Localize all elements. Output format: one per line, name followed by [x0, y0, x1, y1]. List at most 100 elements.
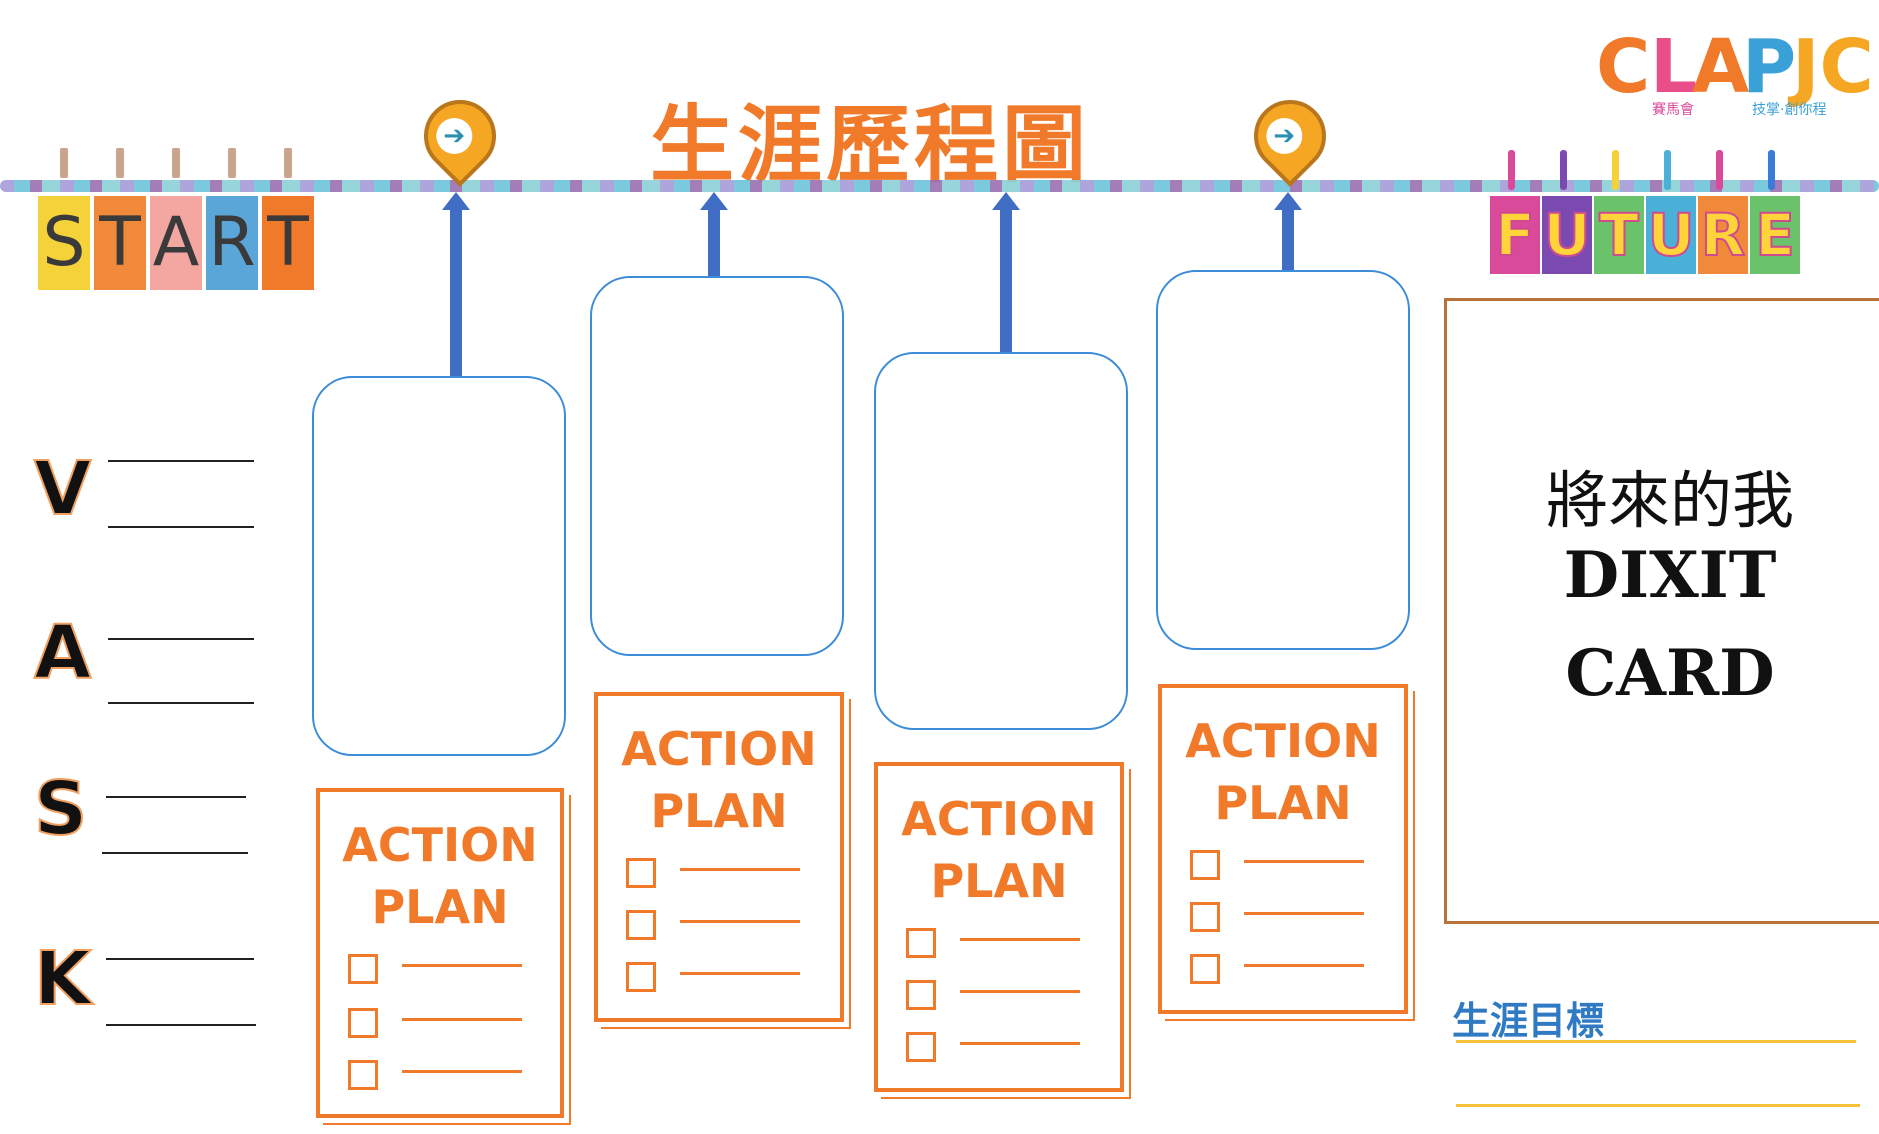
- dixit-label: DIXIT: [1563, 538, 1777, 613]
- clothespin: [1560, 150, 1567, 190]
- action-plan-title: ACTION: [342, 818, 538, 872]
- write-line[interactable]: [106, 1024, 256, 1026]
- future-letter: R: [1698, 196, 1748, 274]
- checkbox-icon[interactable]: [906, 928, 936, 958]
- start-letter: T: [94, 196, 146, 290]
- clothespin: [116, 148, 124, 178]
- checkbox-icon[interactable]: [348, 1060, 378, 1090]
- future-letter: T: [1594, 196, 1644, 274]
- checkbox-icon[interactable]: [348, 954, 378, 984]
- action-plan-title: PLAN: [650, 784, 788, 838]
- checkbox-icon[interactable]: [626, 962, 656, 992]
- future-letter: U: [1542, 196, 1592, 274]
- write-line[interactable]: [960, 1042, 1080, 1045]
- milestone-box[interactable]: [874, 352, 1128, 730]
- page-title: 生涯歷程圖: [649, 96, 1090, 194]
- checkbox-icon[interactable]: [348, 1008, 378, 1038]
- vask-letter-a: A: [33, 609, 92, 697]
- start-letter: S: [38, 196, 90, 290]
- logo-sub2: 技掌·創你程: [1752, 102, 1826, 118]
- up-arrow-shaft: [450, 208, 462, 380]
- write-line[interactable]: [402, 1070, 522, 1073]
- clothespin: [60, 148, 68, 178]
- vask-letter-v: V: [33, 445, 92, 533]
- svg-text:A: A: [1692, 24, 1749, 110]
- write-line[interactable]: [402, 1018, 522, 1021]
- svg-text:P: P: [1742, 24, 1796, 110]
- checkbox-icon[interactable]: [906, 1032, 936, 1062]
- future-me-label: 將來的我: [1545, 464, 1794, 537]
- future-letter: F: [1490, 196, 1540, 274]
- start-letter: T: [262, 196, 314, 290]
- up-arrow-icon: [992, 192, 1020, 210]
- clothespin: [1716, 150, 1723, 190]
- action-plan-title: ACTION: [1185, 714, 1381, 768]
- write-line[interactable]: [402, 964, 522, 967]
- checkbox-icon[interactable]: [626, 858, 656, 888]
- write-line[interactable]: [102, 852, 248, 854]
- location-pin-arrow-icon: ➔: [409, 85, 511, 190]
- up-arrow-icon: [442, 192, 470, 210]
- clothespin: [1664, 150, 1671, 190]
- svg-text:L: L: [1650, 24, 1697, 110]
- logo-sub1: 賽馬會: [1652, 101, 1694, 118]
- clothespin: [1612, 150, 1619, 190]
- write-line[interactable]: [960, 938, 1080, 941]
- clothespin: [228, 148, 236, 178]
- goal-line[interactable]: [1456, 1040, 1856, 1043]
- up-arrow-shaft: [708, 208, 720, 276]
- start-letter: A: [150, 196, 202, 290]
- checkbox-icon[interactable]: [1190, 902, 1220, 932]
- clothespin: [284, 148, 292, 178]
- career-goal-label: 生涯目標: [1452, 999, 1605, 1043]
- future-me-box[interactable]: [1444, 298, 1879, 924]
- action-plan-card: ACTION PLAN: [1158, 684, 1408, 1014]
- action-plan-title: ACTION: [621, 722, 817, 776]
- start-letter: R: [206, 196, 258, 290]
- checkbox-icon[interactable]: [906, 980, 936, 1010]
- milestone-box[interactable]: [590, 276, 844, 656]
- write-line[interactable]: [680, 972, 800, 975]
- action-plan-title: ACTION: [901, 792, 1097, 846]
- clothespin: [1768, 150, 1775, 190]
- write-line[interactable]: [680, 868, 800, 871]
- action-plan-card: ACTION PLAN: [874, 762, 1124, 1092]
- card-label: CARD: [1565, 636, 1775, 711]
- clothespin: [172, 148, 180, 178]
- write-line[interactable]: [108, 638, 254, 640]
- milestone-box[interactable]: [1156, 270, 1410, 650]
- action-plan-card: ACTION PLAN: [316, 788, 564, 1118]
- write-line[interactable]: [106, 958, 254, 960]
- action-plan-title: PLAN: [1214, 776, 1352, 830]
- svg-text:C: C: [1596, 24, 1650, 110]
- goal-line[interactable]: [1456, 1104, 1860, 1107]
- write-line[interactable]: [1244, 860, 1364, 863]
- action-plan-title: PLAN: [371, 880, 509, 934]
- up-arrow-icon: [1274, 192, 1302, 210]
- write-line[interactable]: [108, 526, 254, 528]
- write-line[interactable]: [1244, 964, 1364, 967]
- clothespin: [1508, 150, 1515, 190]
- checkbox-icon[interactable]: [1190, 954, 1220, 984]
- vask-letter-k: K: [33, 935, 92, 1023]
- up-arrow-shaft: [1282, 208, 1294, 272]
- checkbox-icon[interactable]: [626, 910, 656, 940]
- up-arrow-icon: [700, 192, 728, 210]
- write-line[interactable]: [960, 990, 1080, 993]
- future-letter: U: [1646, 196, 1696, 274]
- action-plan-title: PLAN: [930, 854, 1068, 908]
- future-letter: E: [1750, 196, 1800, 274]
- timeline-rope: [0, 180, 1879, 192]
- up-arrow-shaft: [1000, 208, 1012, 356]
- checkbox-icon[interactable]: [1190, 850, 1220, 880]
- write-line[interactable]: [680, 920, 800, 923]
- write-line[interactable]: [108, 460, 254, 462]
- write-line[interactable]: [108, 702, 254, 704]
- location-pin-arrow-icon: ➔: [1239, 85, 1341, 190]
- milestone-box[interactable]: [312, 376, 566, 756]
- write-line[interactable]: [1244, 912, 1364, 915]
- action-plan-card: ACTION PLAN: [594, 692, 844, 1022]
- write-line[interactable]: [106, 796, 246, 798]
- vask-letter-s: S: [33, 765, 88, 853]
- svg-text:JC: JC: [1787, 24, 1872, 110]
